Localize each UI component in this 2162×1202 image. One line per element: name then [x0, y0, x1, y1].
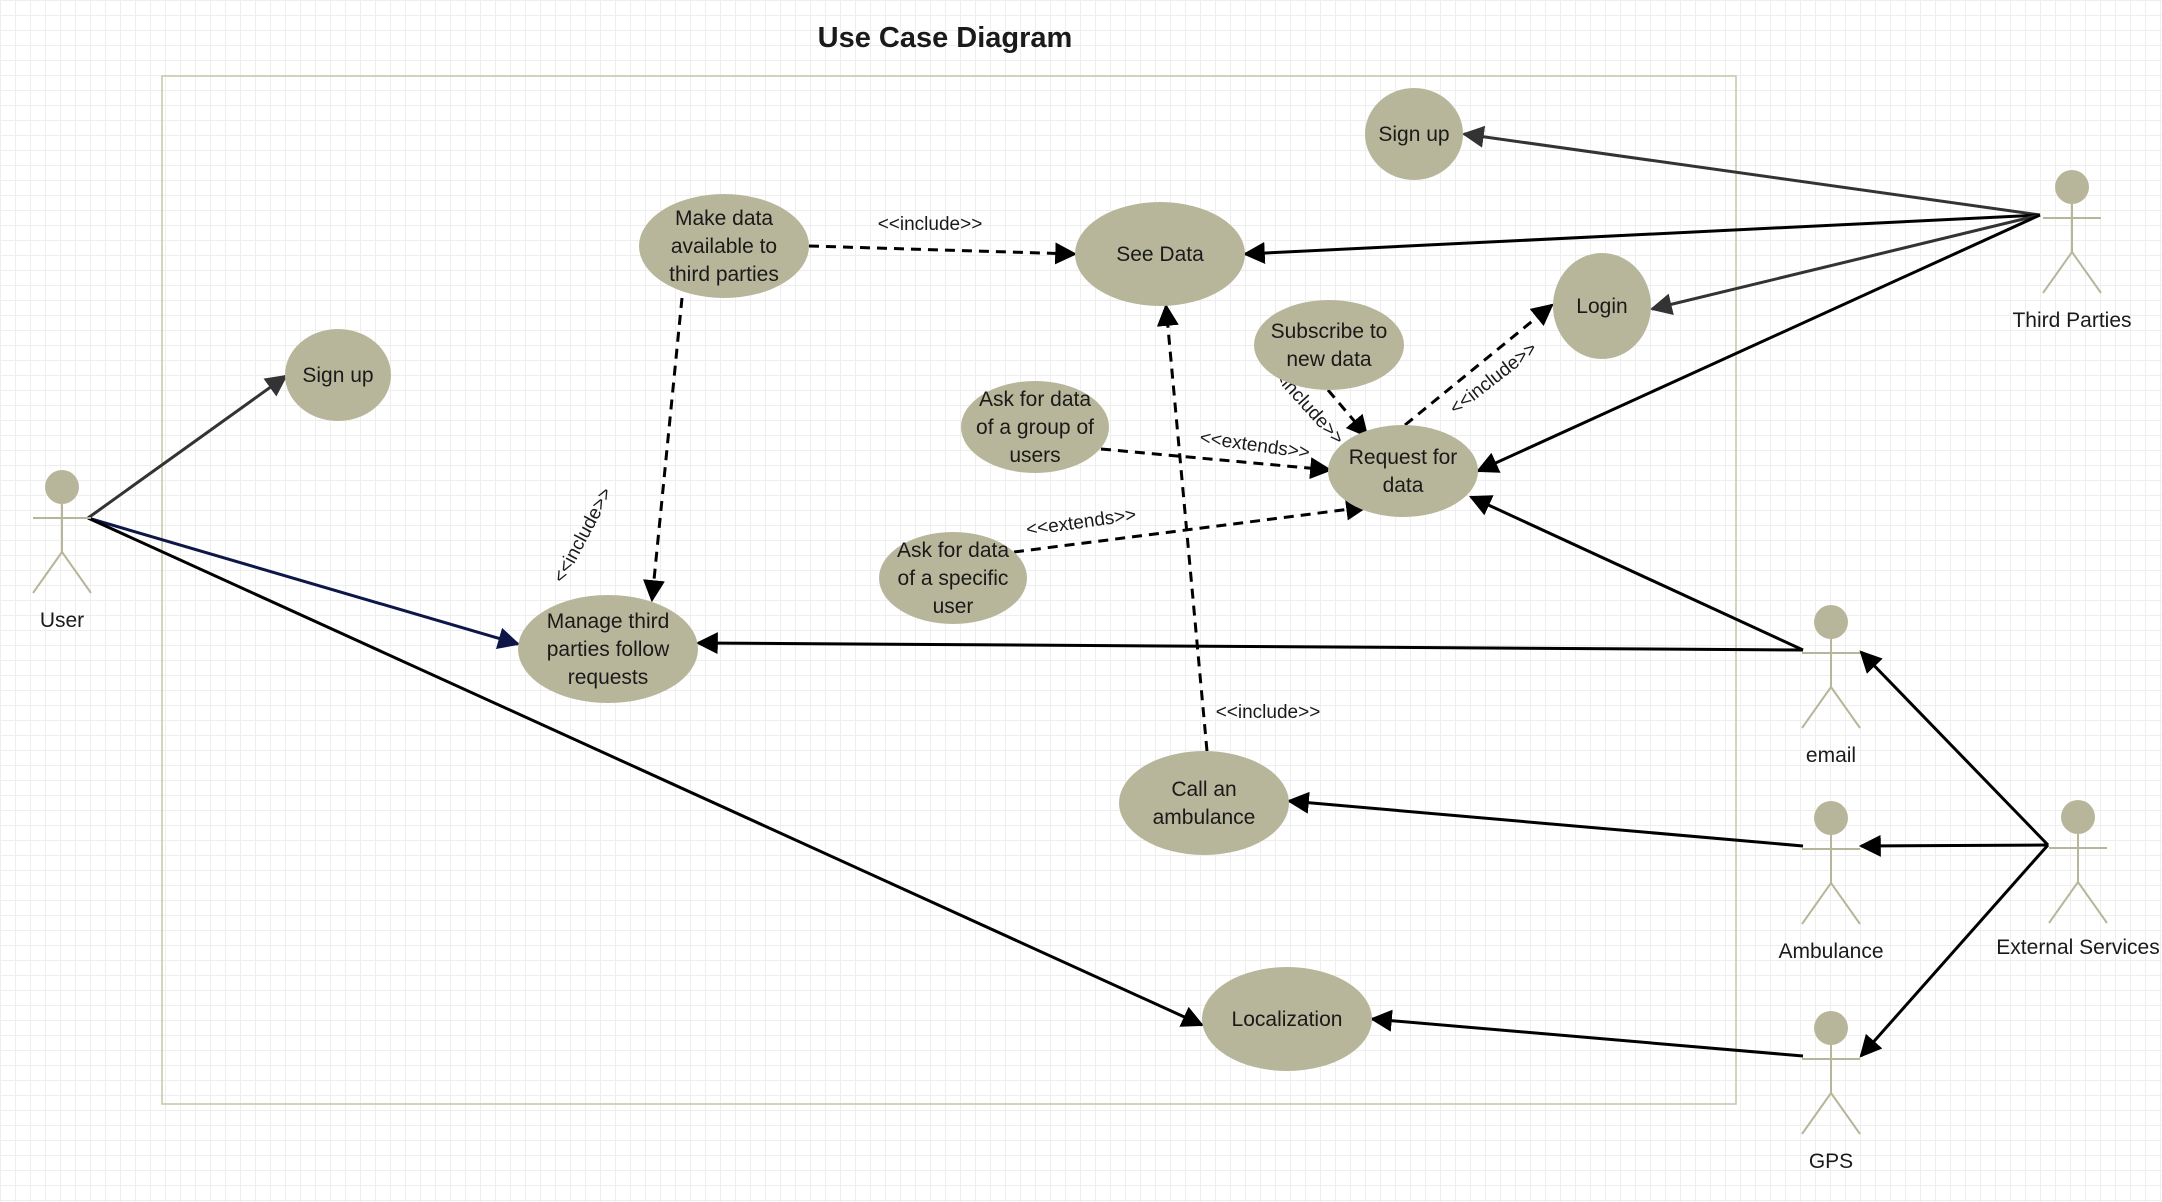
relation-label-group-request: <<extends>>: [1198, 427, 1311, 463]
relation-specific-request: [1013, 498, 1369, 554]
use-case-ellipse: [1119, 751, 1289, 855]
relation-make-see: [808, 242, 1078, 265]
actor-stick-figure-icon: [32, 470, 92, 594]
relation-tp-request: [1475, 213, 2041, 473]
use-case-subscribe[interactable]: Subscribe to new data: [1254, 300, 1404, 390]
use-case-ellipse: [1075, 202, 1245, 306]
use-case-request[interactable]: Request for data: [1328, 425, 1478, 517]
use-case-label: Ask for data: [897, 539, 1009, 562]
diagram-title: Use Case Diagram: [817, 22, 1073, 54]
actor-label: External Services: [1996, 936, 2159, 959]
use-case-label: available to: [671, 235, 777, 258]
use-case-signup-tp[interactable]: Sign up: [1365, 88, 1463, 180]
relation-ext-amb: [1858, 834, 2049, 857]
relation-user-signup: [87, 374, 288, 520]
relation-make-manage: [643, 297, 684, 603]
relation-gps-loc: [1369, 1009, 1804, 1058]
relation-ext-email: [1859, 650, 2050, 847]
actor-label: Third Parties: [2012, 309, 2131, 332]
use-case-ellipse: [1365, 88, 1463, 180]
use-case-ellipse: [1328, 425, 1478, 517]
use-case-label: See Data: [1116, 243, 1204, 266]
use-case-ellipse: [961, 381, 1109, 473]
relation-label-call-see: <<include>>: [1216, 702, 1321, 723]
actor-ambulance[interactable]: Ambulance: [1778, 801, 1884, 963]
use-case-call-amb[interactable]: Call an ambulance: [1119, 751, 1289, 855]
use-case-label: requests: [568, 666, 649, 689]
system-boundary: [161, 75, 1737, 1105]
use-case-signup-user[interactable]: Sign up: [285, 329, 391, 421]
relation-user-manage: [87, 516, 521, 649]
relation-ext-gps: [1859, 844, 2050, 1058]
use-case-ellipse: [285, 329, 391, 421]
use-case-manage[interactable]: Manage third parties follow requests: [518, 595, 698, 703]
use-case-label: parties follow: [547, 638, 670, 661]
use-case-login[interactable]: Login: [1553, 253, 1651, 359]
relation-group-request: [1100, 447, 1333, 480]
actor-label: email: [1806, 744, 1856, 767]
use-case-label: user: [933, 595, 974, 618]
actor-email[interactable]: email: [1801, 605, 1861, 767]
use-cases-layer: Sign up Sign up Make data available to third…: [285, 88, 1651, 1071]
relation-tp-see: [1242, 213, 2041, 265]
use-case-ellipse: [518, 595, 698, 703]
actor-stick-figure-icon: [2042, 170, 2102, 294]
relation-tp-signup: [1461, 125, 2041, 217]
use-case-label: of a specific: [898, 567, 1009, 590]
relation-label-make-manage: <<include>>: [549, 484, 617, 586]
relation-label-make-see: <<include>>: [878, 214, 983, 235]
actor-gps[interactable]: GPS: [1801, 1011, 1861, 1173]
use-case-label: Ask for data: [979, 388, 1091, 411]
actor-stick-figure-icon: [1801, 605, 1861, 729]
use-case-label: third parties: [669, 263, 779, 286]
use-case-see-data[interactable]: See Data: [1075, 202, 1245, 306]
use-case-label: Manage third: [547, 610, 670, 633]
use-case-ellipse: [1254, 300, 1404, 390]
use-case-label: Login: [1576, 295, 1627, 318]
use-case-ask-group[interactable]: Ask for data of a group of users: [961, 381, 1109, 473]
use-case-label: new data: [1286, 348, 1372, 371]
use-case-label: ambulance: [1153, 806, 1256, 829]
use-case-label: Request for: [1349, 446, 1458, 469]
relation-tp-login: [1649, 213, 2041, 316]
use-case-localization[interactable]: Localization: [1202, 967, 1372, 1071]
actor-label: GPS: [1809, 1150, 1853, 1173]
use-case-label: Call an: [1171, 778, 1236, 801]
use-case-ellipse: [879, 532, 1027, 624]
use-case-label: Subscribe to: [1271, 320, 1388, 343]
use-case-make-data[interactable]: Make data available to third parties: [639, 194, 809, 298]
relations-layer: [87, 125, 2050, 1058]
actor-external-services[interactable]: External Services: [1996, 800, 2160, 959]
actor-label: Ambulance: [1778, 940, 1883, 963]
actor-stick-figure-icon: [2048, 800, 2108, 924]
use-case-ellipse: [1553, 253, 1651, 359]
actor-stick-figure-icon: [1801, 801, 1861, 925]
relation-amb-call: [1286, 791, 1804, 848]
use-case-label: Sign up: [302, 364, 373, 387]
use-case-ellipse: [1202, 967, 1372, 1071]
relation-label-specific-request: <<extends>>: [1025, 504, 1138, 540]
relation-user-loc: [87, 516, 1205, 1027]
use-case-label: Sign up: [1378, 123, 1449, 146]
use-case-ask-specific[interactable]: Ask for data of a specific user: [879, 532, 1027, 624]
relation-email-manage: [695, 632, 1804, 655]
relation-email-request: [1469, 495, 1804, 652]
actor-third-parties[interactable]: Third Parties: [2012, 170, 2132, 332]
use-case-label: Make data: [675, 207, 773, 230]
use-case-label: users: [1009, 444, 1060, 467]
use-case-label: Localization: [1232, 1008, 1343, 1031]
use-case-label: data: [1383, 474, 1424, 497]
actor-stick-figure-icon: [1801, 1011, 1861, 1135]
actor-user[interactable]: User: [32, 470, 92, 632]
use-case-label: of a group of: [976, 416, 1094, 439]
use-case-ellipse: [639, 194, 809, 298]
relation-request-login: [1404, 303, 1554, 427]
actor-label: User: [40, 609, 84, 632]
